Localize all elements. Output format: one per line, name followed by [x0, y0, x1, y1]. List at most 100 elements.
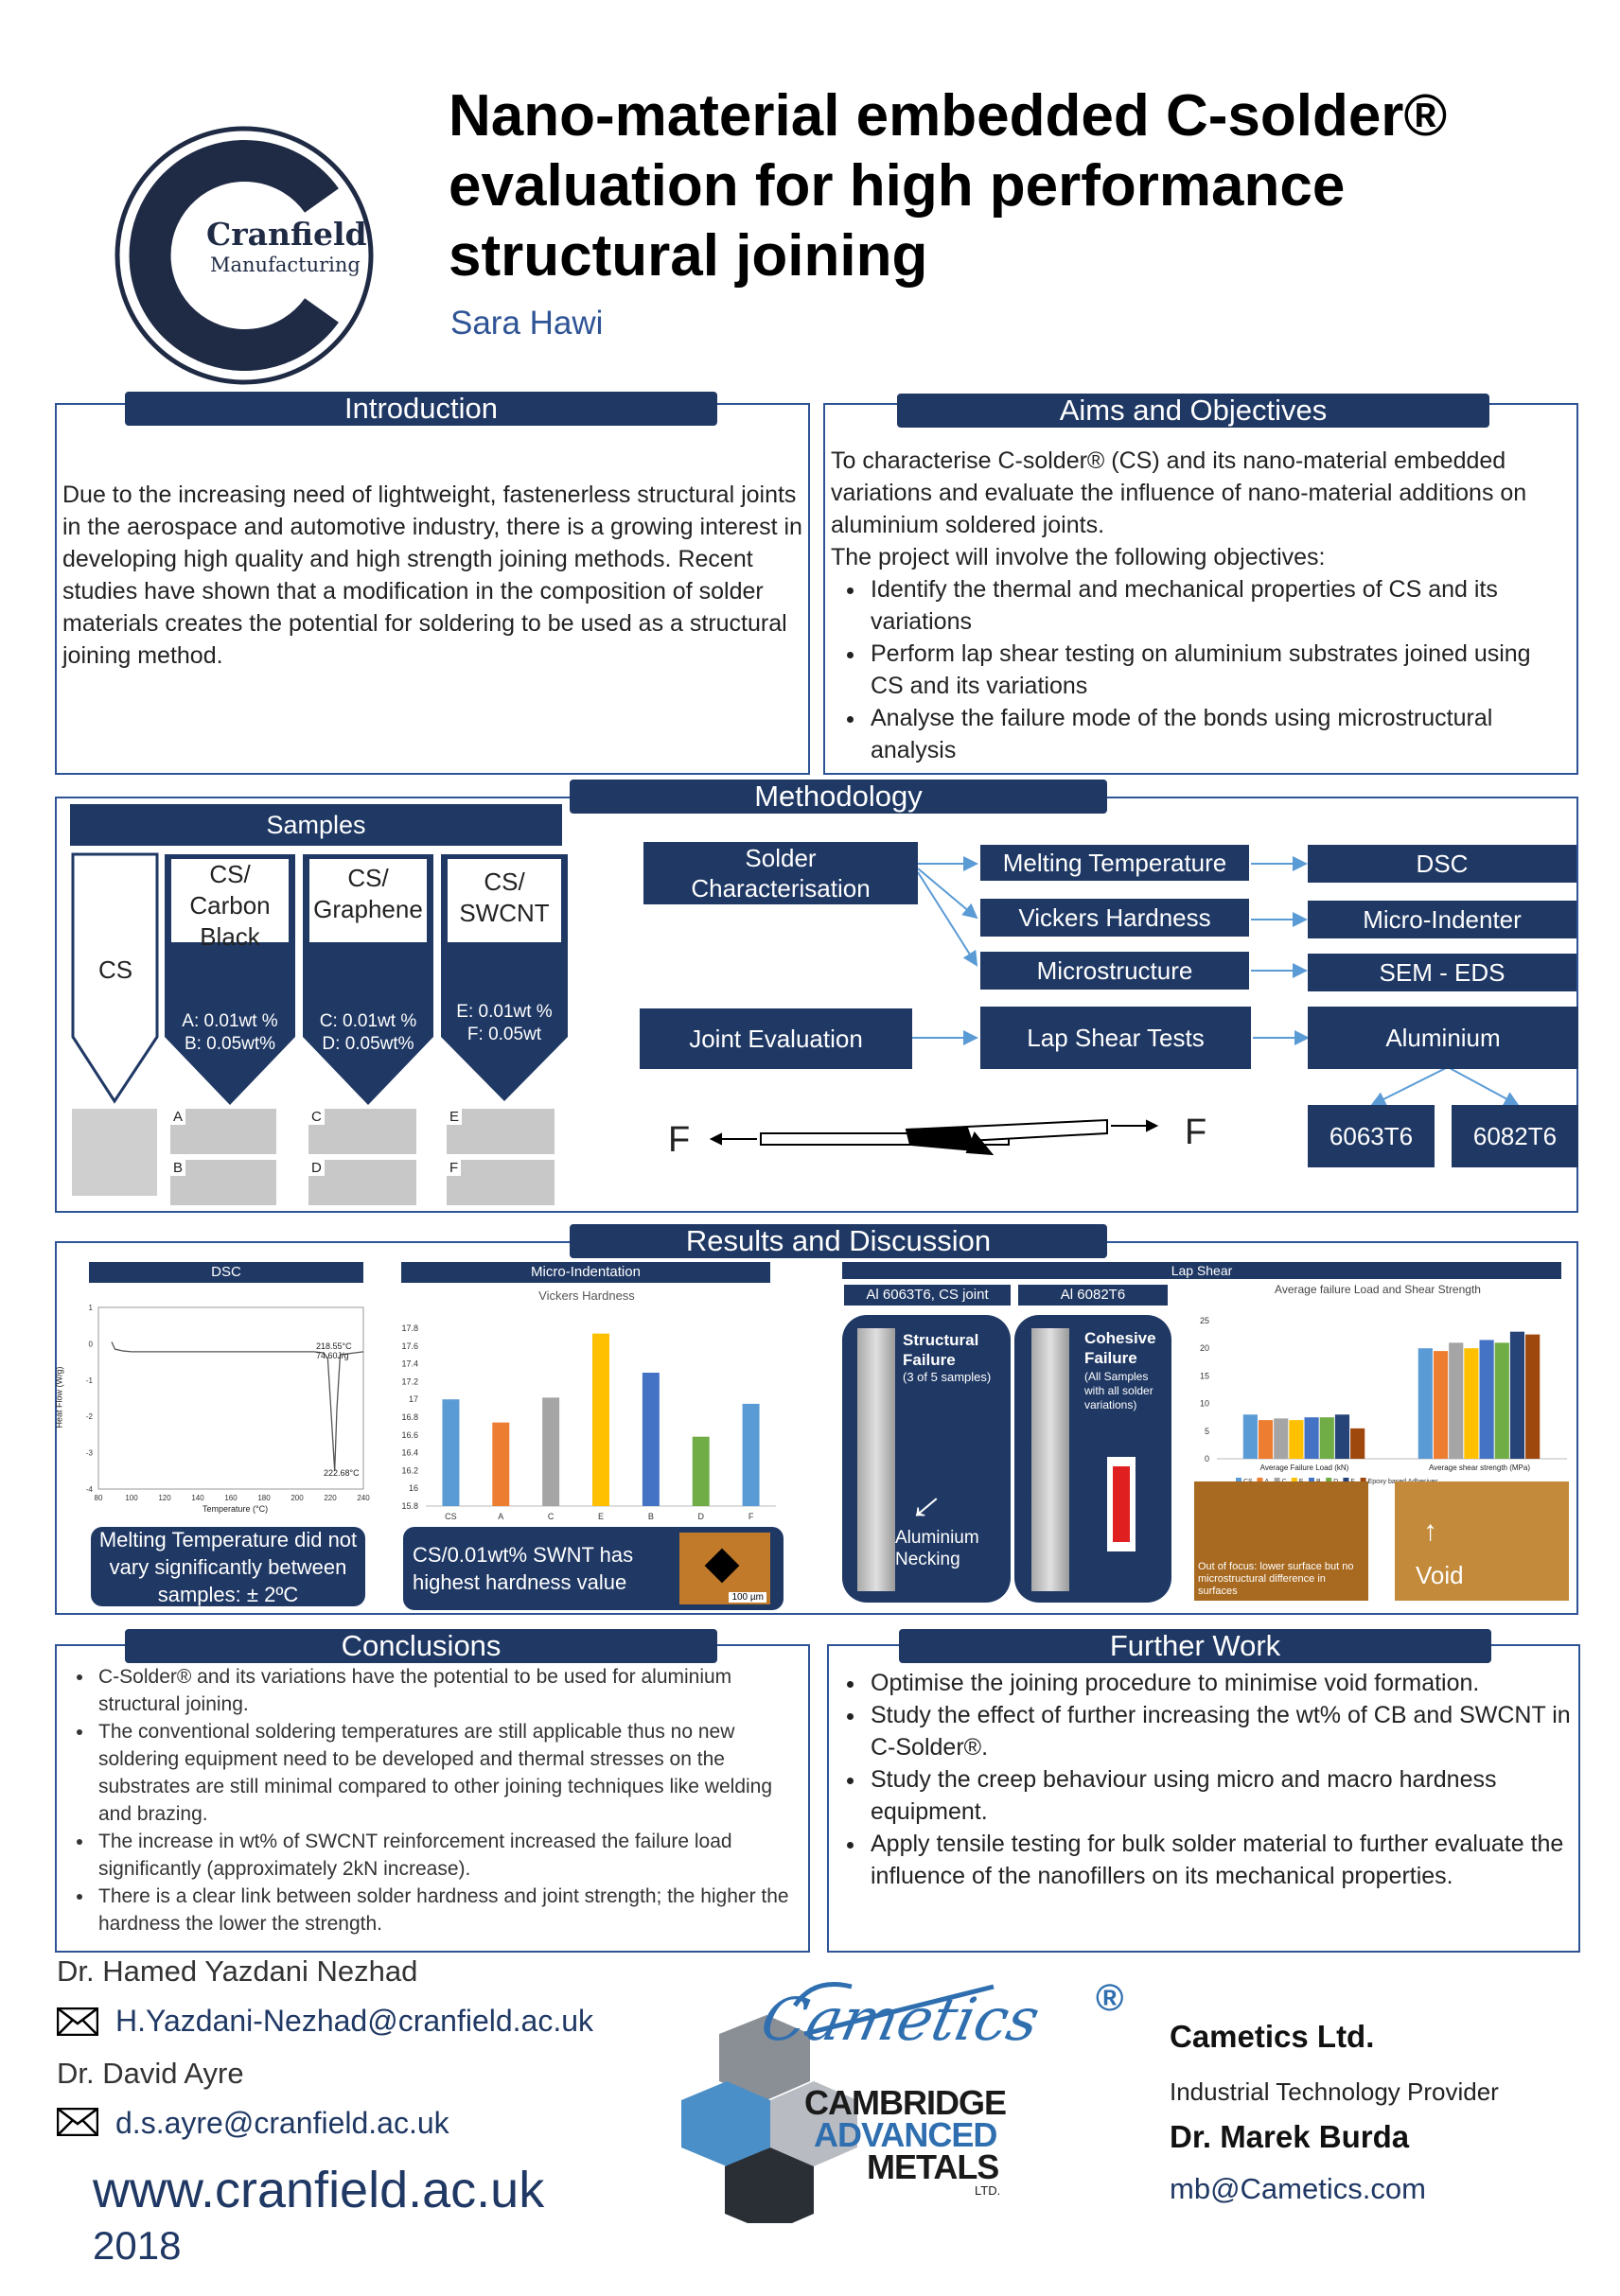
title-line1: Nano-material embedded C-solder®	[449, 83, 1448, 149]
conclusion-item: There is a clear link between solder har…	[95, 1883, 806, 1937]
website-link[interactable]: www.cranfield.ac.uk	[93, 2162, 545, 2218]
aims-text: To characterise C-solder® (CS) and its n…	[831, 447, 1527, 538]
conclusions-list: C-Solder® and its variations have the po…	[59, 1663, 806, 1937]
flow-dsc: DSC	[1308, 845, 1576, 883]
vickers-bar	[642, 1373, 660, 1506]
void-micrograph: ↑ Void	[1395, 1481, 1569, 1601]
dsc-y-tick: -4	[86, 1485, 94, 1494]
shear-bar	[1274, 1418, 1289, 1459]
further-item: Study the effect of further increasing t…	[867, 1699, 1576, 1763]
aims-lead: The project will involve the following o…	[831, 544, 1326, 570]
vickers-category-label: D	[697, 1512, 704, 1521]
cametics-script: Cametics	[755, 1985, 1046, 2054]
sample-graphene-label: CS/ Graphene	[313, 864, 423, 923]
shear-bar	[1289, 1420, 1304, 1459]
vickers-y-tick: 17.8	[401, 1323, 418, 1333]
further-heading: Further Work	[899, 1629, 1491, 1663]
sample-cb-detail: A: 0.01wt % B: 0.05wt%	[165, 1010, 295, 1056]
contact-email-2[interactable]: d.s.ayre@cranfield.ac.uk	[115, 2106, 449, 2140]
further-item: Optimise the joining procedure to minimi…	[867, 1667, 1576, 1699]
detail-c: C: 0.01wt %	[319, 1011, 417, 1031]
micrograph-b: B	[170, 1160, 276, 1205]
structural-specimen	[857, 1328, 895, 1591]
micro-note: CS/0.01wt% SWNT has highest hardness val…	[403, 1527, 784, 1610]
flow-aluminium: Aluminium	[1308, 1007, 1578, 1069]
flow-melting: Melting Temperature	[980, 845, 1249, 881]
focus-caption: Out of focus: lower surface but no micro…	[1198, 1561, 1354, 1597]
cametics-logo: Cametics CAMBRIDGE ADVANCED METALS LTD. …	[615, 1977, 1145, 2233]
vickers-y-tick: 17.2	[401, 1376, 418, 1386]
contact-email-1[interactable]: H.Yazdani-Nezhad@cranfield.ac.uk	[115, 2004, 594, 2038]
results-heading: Results and Discussion	[570, 1224, 1107, 1258]
shear-chart: Average failure Load and Shear Strength …	[1179, 1283, 1576, 1491]
flow-connectors	[568, 833, 1609, 1173]
micro-label: E	[447, 1109, 463, 1125]
intro-box	[55, 403, 810, 775]
intro-text: Due to the increasing need of lightweigh…	[62, 482, 802, 669]
micrograph-d: D	[308, 1160, 416, 1205]
shear-legend-swatch	[1360, 1478, 1366, 1483]
aims-item: Identify the thermal and mechanical prop…	[867, 573, 1569, 638]
dsc-x-tick: 80	[95, 1494, 103, 1502]
vickers-category-label: E	[598, 1512, 604, 1521]
sponsor-email[interactable]: mb@Cametics.com	[1170, 2172, 1426, 2205]
dsc-annotation-1b: 74.60J/g	[316, 1351, 349, 1360]
shear-bar	[1494, 1342, 1509, 1459]
vickers-y-tick: 16	[409, 1483, 418, 1493]
structural-sub: (3 of 5 samples)	[903, 1370, 992, 1384]
lap-sub1: Al 6063T6, CS joint	[844, 1285, 1011, 1306]
flow-joint: Joint Evaluation	[640, 1008, 912, 1069]
dsc-y-tick: -1	[86, 1376, 94, 1385]
force-right: F	[1185, 1113, 1207, 1152]
micrograph-cs	[72, 1109, 157, 1196]
dsc-y-tick: 0	[89, 1340, 94, 1348]
dsc-plot-frame	[97, 1306, 364, 1490]
sample-graphene-detail: C: 0.01wt % D: 0.05wt%	[303, 1010, 433, 1056]
shear-legend-swatch	[1274, 1478, 1280, 1483]
dsc-x-tick: 220	[324, 1494, 337, 1502]
conclusions-heading: Conclusions	[125, 1629, 717, 1663]
dsc-annotation-2: 222.68°C	[324, 1468, 360, 1478]
micro-label: A	[170, 1109, 186, 1125]
conclusions-box	[55, 1644, 810, 1953]
shear-y-tick: 15	[1200, 1371, 1209, 1380]
vickers-bar	[442, 1399, 460, 1506]
micro-scale: 100 µm	[729, 1592, 766, 1603]
shear-legend-swatch	[1343, 1478, 1349, 1483]
contact-name-2: Dr. David Ayre	[57, 2057, 244, 2090]
detail-a: A: 0.01wt %	[182, 1011, 278, 1031]
flow-alloy-6063: 6063T6	[1308, 1105, 1435, 1167]
micro-label: C	[308, 1109, 325, 1125]
aims-content: To characterise C-solder® (CS) and its n…	[831, 445, 1569, 766]
cohesive-joint-drawing	[1107, 1457, 1136, 1551]
shear-legend-swatch	[1326, 1478, 1332, 1483]
lap-joint-drawing: F F	[662, 1105, 1230, 1190]
aims-item: Perform lap shear testing on aluminium s…	[867, 638, 1569, 702]
shear-legend-swatch	[1236, 1478, 1241, 1483]
shear-bar	[1242, 1414, 1258, 1459]
vickers-y-tick: 16.4	[401, 1448, 418, 1458]
flow-micro: Microstructure	[980, 952, 1249, 990]
shear-bar	[1464, 1348, 1479, 1459]
conclusion-item: The conventional soldering temperatures …	[95, 1718, 806, 1828]
micro-note-text: CS/0.01wt% SWNT has highest hardness val…	[413, 1543, 634, 1594]
flow-vickers: Vickers Hardness	[980, 899, 1249, 937]
dsc-x-tick: 240	[357, 1494, 370, 1502]
shear-bar	[1479, 1340, 1494, 1459]
detail-d: D: 0.05wt%	[322, 1034, 414, 1054]
detail-b: B: 0.05wt%	[184, 1034, 276, 1054]
flow-alloy-6082: 6082T6	[1452, 1105, 1578, 1167]
further-box	[827, 1644, 1580, 1953]
detail-e: E: 0.01wt %	[456, 1002, 553, 1022]
cohesive-title: Cohesive Failure	[1084, 1329, 1156, 1367]
sponsor-company: Cametics Ltd.	[1170, 2019, 1375, 2054]
dsc-x-tick: 160	[224, 1494, 238, 1502]
flow-indenter: Micro-Indenter	[1308, 901, 1576, 938]
shear-y-tick: 10	[1200, 1399, 1209, 1409]
ltd-line: LTD.	[975, 2183, 1001, 2198]
flow-solder: Solder Characterisation	[643, 842, 918, 904]
further-item: Apply tensile testing for bulk solder ma…	[867, 1828, 1576, 1892]
registered-mark: ®	[1096, 1977, 1124, 2019]
micrograph-e: E	[447, 1109, 555, 1154]
